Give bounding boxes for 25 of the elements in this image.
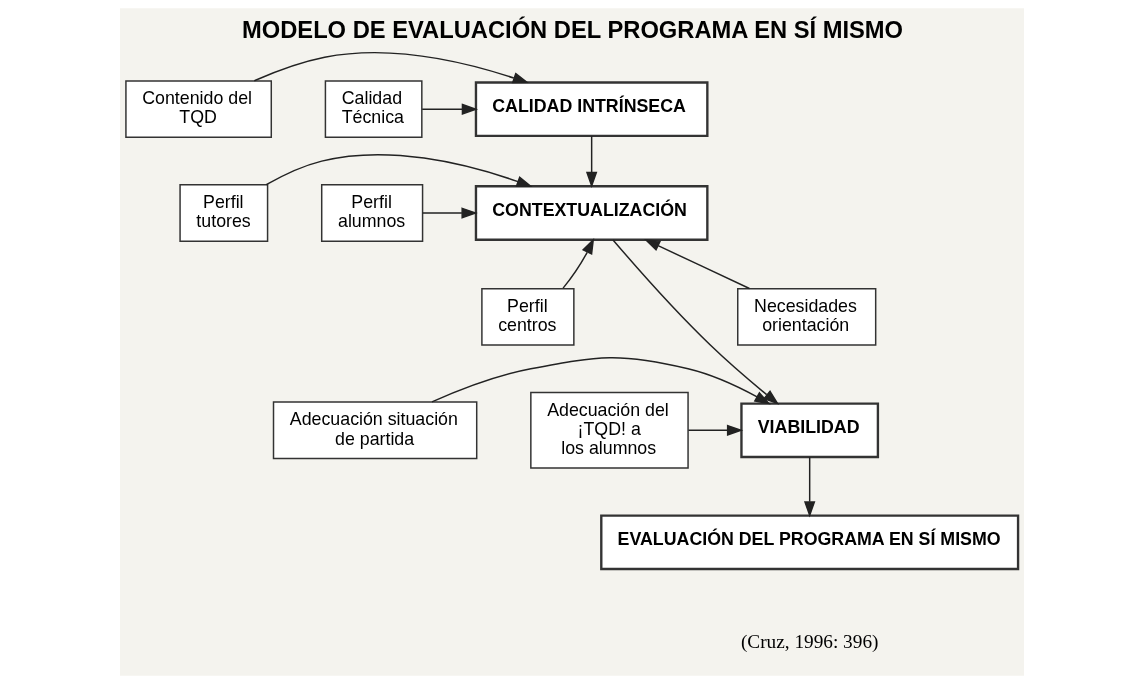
diagram-title: MODELO DE EVALUACIÓN DEL PROGRAMA EN SÍ MISMO xyxy=(241,16,903,43)
arrow xyxy=(430,357,771,405)
arrow xyxy=(585,135,597,188)
node-box: Calidad Técnica xyxy=(324,80,423,139)
arrow xyxy=(687,424,743,436)
node-box: Perfil alumnos xyxy=(320,184,423,242)
arrow xyxy=(643,239,750,290)
node-box: CONTEXTUALIZACIÓN xyxy=(474,185,709,241)
arrow xyxy=(265,153,533,187)
node-box: Necesidades orientación xyxy=(736,287,876,346)
arrow xyxy=(803,456,815,518)
arrow xyxy=(420,103,478,115)
arrow xyxy=(253,52,529,84)
node-box: CALIDAD INTRÍNSECA xyxy=(474,81,709,138)
node-box: Contenido del TQD xyxy=(124,80,272,139)
arrow xyxy=(421,207,478,219)
node-box: Perfil centros xyxy=(480,287,575,346)
label: (Cruz, 1996: 396) xyxy=(740,631,878,653)
node-box: Adecuación situación de partida xyxy=(272,401,477,460)
node-box: Perfil tutores xyxy=(178,184,268,242)
node-box: Adecuación del ¡TQD! a los alumnos xyxy=(529,391,689,469)
arrow xyxy=(561,237,594,289)
arrow xyxy=(611,239,779,405)
node-box: EVALUACIÓN DEL PROGRAMA EN SÍ MISMO xyxy=(599,514,1019,571)
node-box: VIABILIDAD xyxy=(739,402,879,459)
